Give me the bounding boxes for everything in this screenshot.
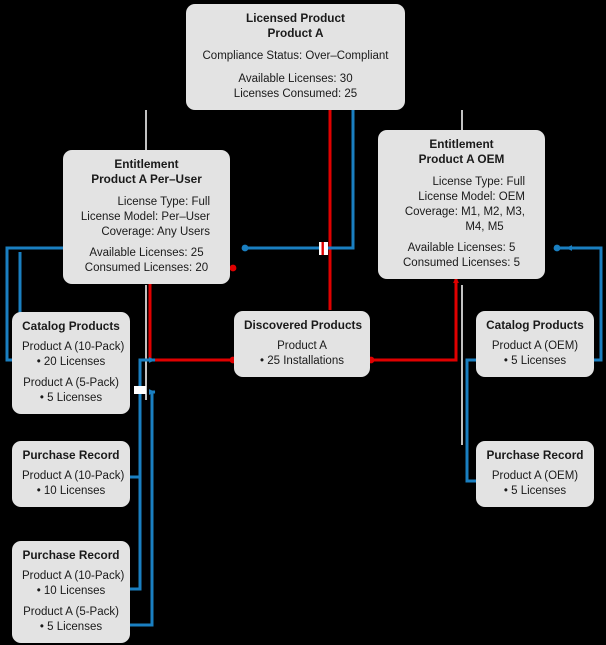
purchase-left-1-item1-name: Product A (10-Pack)	[22, 470, 125, 482]
wire-crossing-jump	[319, 242, 328, 255]
entitlement-oem-title-2: Product A OEM	[418, 152, 505, 166]
entitlement-oem-license-type: License Type: Full	[432, 176, 525, 188]
node-purchase-record-left-2[interactable]: Purchase Record Product A (10-Pack) • 10…	[12, 541, 130, 643]
entitlement-per-user-license-model: License Model: Per–User	[80, 211, 210, 223]
purchase-right-item1-name: Product A (OEM)	[491, 470, 579, 482]
node-catalog-products-left[interactable]: Catalog Products Product A (10-Pack) • 2…	[12, 312, 130, 414]
entitlement-oem-license-model: License Model: OEM	[418, 191, 525, 203]
node-entitlement-oem[interactable]: Entitlement Product A OEM License Type: …	[378, 130, 545, 279]
catalog-left-item2-qty: • 5 Licenses	[39, 392, 103, 404]
licensed-product-compliance-status: Compliance Status: Over–Compliant	[202, 50, 389, 62]
licensed-product-available-licenses: Available Licenses: 30	[238, 73, 353, 85]
node-purchase-record-left-1[interactable]: Purchase Record Product A (10-Pack) • 10…	[12, 441, 130, 507]
dot-oem-available	[553, 244, 561, 252]
entitlement-per-user-title-2: Product A Per–User	[91, 172, 202, 186]
entitlement-oem-coverage: Coverage: M1, M2, M3,	[404, 206, 525, 218]
entitlement-oem-consumed-licenses: Consumed Licenses: 5	[403, 257, 520, 269]
licensed-product-licenses-consumed: Licenses Consumed: 25	[233, 88, 358, 100]
catalog-left-title: Catalog Products	[22, 319, 120, 333]
catalog-right-item1-name: Product A (OEM)	[491, 340, 579, 352]
entitlement-per-user-available-licenses: Available Licenses: 25	[89, 247, 204, 259]
catalog-left-item2-name: Product A (5-Pack)	[23, 377, 119, 389]
catalog-right-title: Catalog Products	[486, 318, 584, 332]
wire-purchase1-to-catalog-10pack	[127, 357, 156, 479]
wire-crossing-jump-2	[134, 386, 146, 394]
dot-per-user-available	[241, 244, 249, 252]
purchase-left-2-item2-qty: • 5 Licenses	[39, 621, 103, 633]
spacer	[196, 41, 395, 49]
purchase-left-1-item1-qty: • 10 Licenses	[36, 485, 106, 497]
entitlement-per-user-license-type: License Type: Full	[117, 196, 210, 208]
node-catalog-products-right[interactable]: Catalog Products Product A (OEM) • 5 Lic…	[476, 311, 594, 377]
discovered-item1-qty: • 25 Installations	[260, 355, 344, 367]
discovered-title: Discovered Products	[244, 318, 363, 332]
entitlement-oem-title-1: Entitlement	[429, 137, 494, 151]
entitlement-oem-available-licenses: Available Licenses: 5	[407, 242, 516, 254]
purchase-left-2-item2-name: Product A (5-Pack)	[23, 606, 119, 618]
node-licensed-product[interactable]: Licensed Product Product A Compliance St…	[186, 4, 405, 110]
licensed-product-title-2: Product A	[267, 26, 324, 40]
spacer	[196, 64, 395, 72]
purchase-left-1-title: Purchase Record	[22, 448, 120, 462]
purchase-right-title: Purchase Record	[486, 448, 584, 462]
entitlement-per-user-title-1: Entitlement	[114, 157, 179, 171]
blue-endpoint-dots	[103, 244, 561, 629]
purchase-left-2-item1-qty: • 10 Licenses	[36, 585, 106, 597]
purchase-left-2-item1-name: Product A (10-Pack)	[22, 570, 125, 582]
node-purchase-record-right[interactable]: Purchase Record Product A (OEM) • 5 Lice…	[476, 441, 594, 507]
purchase-right-item1-qty: • 5 Licenses	[503, 485, 567, 497]
entitlement-oem-coverage-cont: M4, M5	[465, 221, 504, 233]
licensed-product-title-1: Licensed Product	[246, 11, 345, 25]
catalog-left-item1-name: Product A (10-Pack)	[22, 341, 125, 353]
entitlement-per-user-consumed-licenses: Consumed Licenses: 20	[84, 262, 209, 274]
wire-purchase2-5pack-to-catalog-5pack	[127, 389, 156, 627]
catalog-left-item1-qty: • 20 Licenses	[36, 356, 106, 368]
discovered-item1-name: Product A	[277, 340, 327, 352]
node-entitlement-per-user[interactable]: Entitlement Product A Per–User License T…	[63, 150, 230, 284]
spacer	[388, 167, 535, 175]
entitlement-per-user-coverage: Coverage: Any Users	[101, 226, 210, 238]
dot-per-user-consumed	[229, 264, 237, 272]
purchase-left-2-title: Purchase Record	[22, 548, 120, 562]
catalog-right-item1-qty: • 5 Licenses	[503, 355, 567, 367]
spacer	[73, 187, 220, 195]
node-discovered-products[interactable]: Discovered Products Product A • 25 Insta…	[234, 311, 370, 377]
